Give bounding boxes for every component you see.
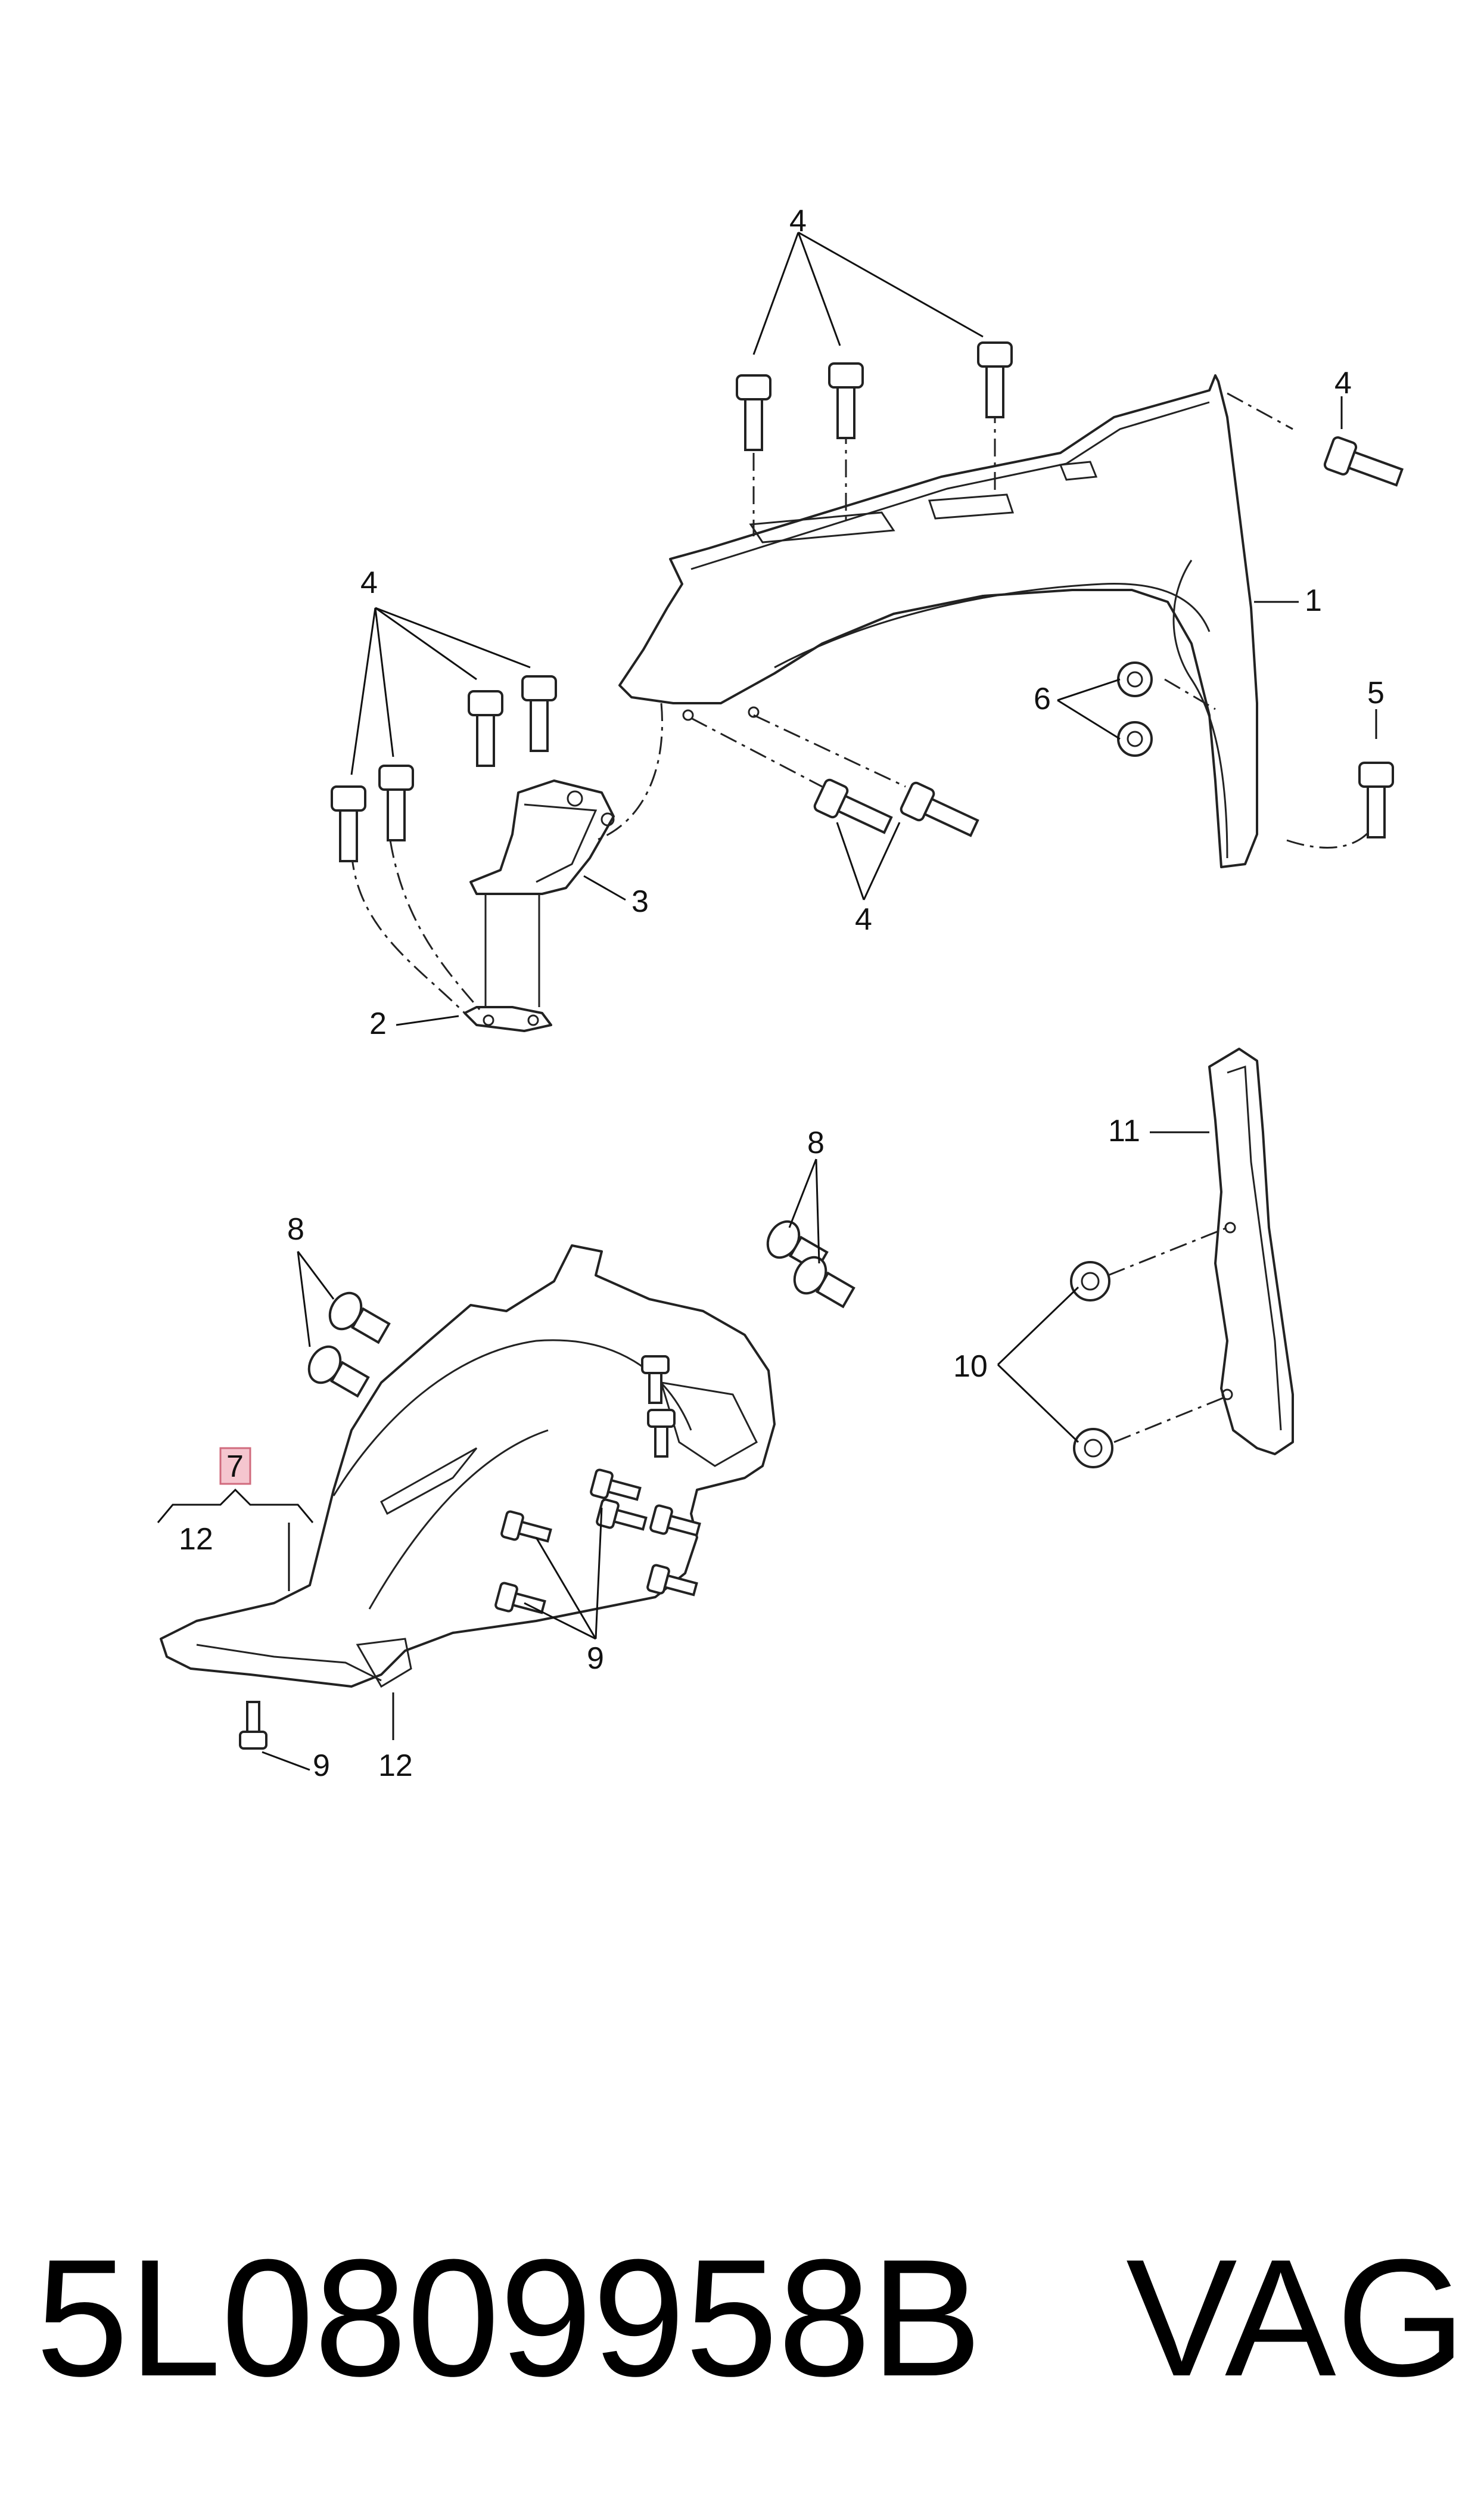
splash-shield [1208, 1048, 1294, 1455]
callout-7-highlight [219, 1447, 251, 1485]
leader-lines-lower [157, 1131, 1209, 1771]
callout-8-left: 8 [287, 1212, 304, 1247]
callout-4-bottom: 4 [855, 902, 872, 937]
callout-4-top: 4 [789, 204, 807, 238]
callout-labels: 4 4 1 4 5 6 3 4 2 11 8 8 10 7 12 9 9 12 [179, 204, 1385, 1783]
callout-12-bottom: 12 [378, 1748, 413, 1783]
brand-label: VAG [1126, 2225, 1466, 2411]
wheel-housing-liner [160, 1244, 776, 1688]
callout-4-left: 4 [360, 566, 378, 600]
bolt-group-upper [331, 341, 1404, 862]
callout-8-upper: 8 [807, 1126, 825, 1160]
mounting-path [595, 703, 663, 841]
callout-12-bracket: 12 [179, 1522, 213, 1557]
callout-5: 5 [1367, 676, 1385, 710]
screw-group-9 [239, 1355, 701, 1750]
callout-9-single: 9 [313, 1748, 330, 1783]
fender-bracket-assembly [463, 779, 615, 1032]
callout-10: 10 [953, 1349, 988, 1384]
callout-7: 7 [226, 1449, 244, 1484]
part-number: 5L0809958B [36, 2225, 982, 2411]
callout-3: 3 [631, 884, 649, 919]
callout-6: 6 [1034, 682, 1051, 716]
clip-group-8 [307, 1220, 855, 1398]
leader-lines-upper [350, 231, 1377, 1026]
callout-4-right: 4 [1334, 366, 1352, 400]
callout-2: 2 [369, 1007, 387, 1041]
nut-group-10 [1070, 1261, 1113, 1468]
callout-1: 1 [1305, 583, 1322, 618]
callout-9-group: 9 [587, 1641, 604, 1676]
nut-group-6 [1117, 661, 1153, 757]
front-fender [618, 374, 1258, 868]
callout-11: 11 [1108, 1114, 1140, 1148]
